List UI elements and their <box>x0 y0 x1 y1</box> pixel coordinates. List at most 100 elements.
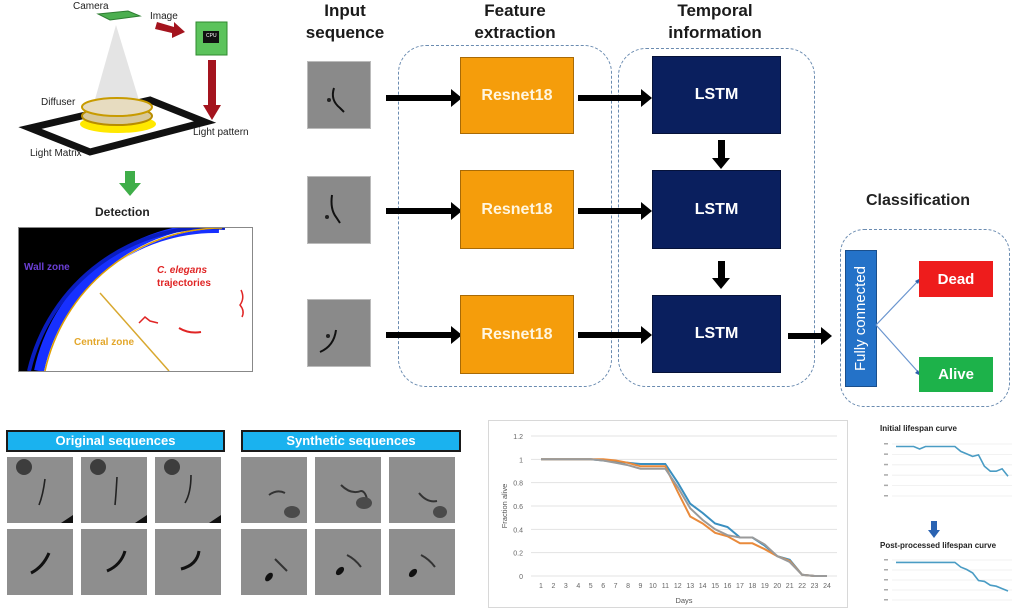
x-tick-label: 20 <box>773 583 781 590</box>
fc-to-output-arrows <box>875 278 921 376</box>
image-arrow-icon <box>155 22 185 38</box>
trajectory <box>178 327 202 334</box>
post-processed-lifespan-chart <box>884 559 1012 601</box>
x-tick-label: 6 <box>601 583 605 590</box>
y-tick-label: 1 <box>519 457 523 464</box>
x-tick-label: 12 <box>674 583 682 590</box>
x-tick-label: 24 <box>823 583 831 590</box>
initial-lifespan-title: Initial lifespan curve <box>880 424 957 433</box>
x-tick-label: 9 <box>639 583 643 590</box>
original-frame <box>155 457 221 523</box>
fully-connected-label: Fully connected <box>852 265 870 372</box>
diffuser-label: Diffuser <box>41 97 76 108</box>
x-tick-label: 8 <box>626 583 630 590</box>
detection-image <box>19 228 252 371</box>
input-to-resnet-arrow-3 <box>386 326 462 344</box>
lifespan-line <box>896 445 1009 477</box>
initial-lifespan-chart <box>884 443 1012 497</box>
y-tick-mark <box>884 474 888 476</box>
y-tick-mark <box>884 453 888 455</box>
lifespan-line <box>896 561 1009 592</box>
detection-title: Detection <box>95 205 150 219</box>
header-line: information <box>668 23 762 42</box>
header-line: Input <box>324 1 366 20</box>
lstm-block-2: LSTM <box>652 170 781 249</box>
original-sequences-header: Original sequences <box>6 430 225 452</box>
header-line: extraction <box>474 23 556 42</box>
dead-output-box: Dead <box>919 261 993 297</box>
light-pattern-arrow-icon <box>208 60 216 106</box>
trajectory <box>239 289 244 318</box>
synthetic-frame <box>241 457 307 523</box>
original-frame <box>7 457 73 523</box>
resnet-to-lstm-arrow-2 <box>578 202 652 220</box>
lstm-to-fc-arrow <box>788 327 832 345</box>
y-tick-mark <box>884 495 888 497</box>
resnet-to-lstm-arrow-3 <box>578 326 652 344</box>
y-tick-label: 0.2 <box>513 551 523 558</box>
y-tick-mark <box>884 559 888 561</box>
temporal-information-header: Temporal information <box>645 0 785 44</box>
input-frame-3 <box>307 299 371 367</box>
fully-connected-block: Fully connected <box>845 250 877 387</box>
light-cone <box>92 25 142 110</box>
input-to-resnet-arrow-2 <box>386 202 462 220</box>
input-to-resnet-arrow-1 <box>386 89 462 107</box>
temporal-information-group <box>618 48 815 387</box>
resnet18-block-3: Resnet18 <box>460 295 574 374</box>
x-tick-label: 7 <box>614 583 618 590</box>
y-tick-label: 1.2 <box>513 434 523 441</box>
post-processed-lifespan-title: Post-processed lifespan curve <box>880 541 997 550</box>
resnet18-block-2: Resnet18 <box>460 170 574 249</box>
trajectories-label-line2: trajectories <box>157 278 211 289</box>
resnet-to-lstm-arrow-1 <box>578 89 652 107</box>
diffuser-icon <box>81 97 153 117</box>
central-zone-label: Central zone <box>74 337 135 348</box>
x-tick-label: 11 <box>662 583 669 590</box>
original-frame <box>81 457 147 523</box>
y-tick-label: 0.4 <box>513 527 523 534</box>
original-frame <box>7 529 73 595</box>
light-pattern-label: Light pattern <box>193 127 249 138</box>
camera-icon <box>96 10 142 21</box>
input-frame-1 <box>307 61 371 129</box>
x-tick-label: 1 <box>539 583 543 590</box>
x-tick-label: 14 <box>699 583 707 590</box>
input-frame-2 <box>307 176 371 244</box>
y-tick-mark <box>884 569 888 571</box>
trajectory <box>138 315 159 324</box>
header-line: Temporal <box>677 1 753 20</box>
x-tick-label: 5 <box>589 583 593 590</box>
synthetic-frame <box>241 529 307 595</box>
y-tick-label: 0.8 <box>513 481 523 488</box>
blue-down-arrow-icon <box>928 521 940 538</box>
synthetic-frame <box>389 529 455 595</box>
feature-extraction-group <box>398 45 612 387</box>
synthetic-frame <box>315 457 381 523</box>
x-tick-label: 16 <box>724 583 732 590</box>
central-zone-radius <box>99 292 170 371</box>
y-tick-mark <box>884 579 888 581</box>
x-tick-label: 18 <box>748 583 756 590</box>
synthetic-frame <box>315 529 381 595</box>
x-tick-label: 22 <box>798 583 806 590</box>
x-tick-label: 13 <box>686 583 694 590</box>
y-tick-label: 0 <box>519 574 523 581</box>
x-tick-label: 19 <box>761 583 769 590</box>
alive-output-box: Alive <box>919 357 993 392</box>
header-line: Feature <box>484 1 546 20</box>
header-line: sequence <box>305 23 385 42</box>
cpu-label: CPU <box>206 33 217 39</box>
y-tick-mark <box>884 589 888 591</box>
input-sequence-header: Input sequence <box>305 0 385 44</box>
synthetic-frame <box>389 457 455 523</box>
detection-panel: Wall zone Central zone C. elegans trajec… <box>18 227 253 372</box>
synthetic-sequences-header: Synthetic sequences <box>241 430 461 452</box>
x-tick-label: 23 <box>811 583 819 590</box>
x-tick-label: 17 <box>736 583 744 590</box>
camera-label: Camera <box>73 1 109 12</box>
x-tick-label: 21 <box>786 583 794 590</box>
wall-zone-label: Wall zone <box>24 262 70 273</box>
original-frame <box>155 529 221 595</box>
